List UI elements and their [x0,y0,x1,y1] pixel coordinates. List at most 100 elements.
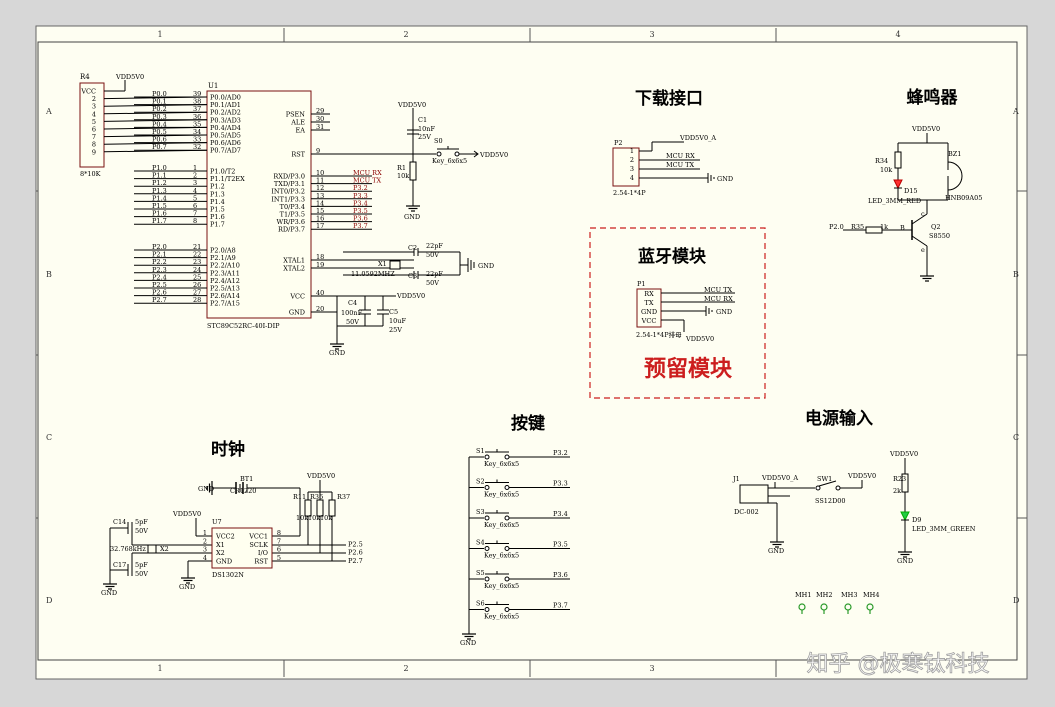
bt1-part: CR1220 [230,487,256,495]
d15-value: LED_3MM_RED [868,197,921,205]
c5-voltage: 25V [389,326,402,334]
mcu-p3-net: P3.7 [353,222,368,230]
p2-ref: P2 [614,139,623,147]
rtc-gnd-right: GND [179,583,195,591]
s0-ref: S0 [434,137,443,145]
mcu-left-pin-number: 1 [193,164,197,172]
p1-pin-name: RX [644,290,654,298]
mcu-right-pin-name: VCC [289,293,305,301]
c14-voltage: 50V [135,527,148,535]
c14-ref: C14 [113,518,126,526]
bt1-gnd: GND [198,485,214,493]
mh1-label: MH1 [795,591,811,599]
r1-ref: R1 [397,164,406,172]
mcu-left-pin-number: 5 [193,194,197,202]
p2-pin-number: 4 [630,174,634,182]
decoupling-gnd: GND [329,349,345,357]
mcu-left-pin-name: P1.2 [210,183,225,191]
mcu-right-pin-name: RXD/P3.0 [273,173,305,181]
u7-pin-name: X2 [216,549,225,557]
bz1-ref: BZ1 [948,150,961,158]
mounting-holes: MH1 MH2 MH3 MH4 [795,591,879,614]
mcu-right-pin-name: ALE [290,119,305,127]
p1-pin-name: VCC [641,317,657,325]
mcu-right-pin-number: 18 [316,253,324,261]
mcu-left-pin-name: P1.4 [210,198,225,206]
r4-value: 8*10K [80,170,101,178]
u7-pin-name: VCC2 [215,533,235,541]
u7-net: P2.7 [348,557,363,565]
wire [103,134,208,138]
mcu-left-pin-number: 4 [193,187,197,195]
r4-pin-label: 7 [92,133,96,141]
col-label: 2 [403,30,408,39]
mcu-left-pin-number: 28 [193,296,201,304]
u7-pin-number: 7 [277,537,281,545]
p1-gnd: GND [716,308,732,316]
q2-base: B [900,224,905,232]
r34-ref: R34 [875,157,888,165]
mcu-left-net: P2.4 [152,273,167,281]
key-ref: S6 [476,600,485,608]
mcu-right-pin-number: 20 [316,305,324,313]
u7-net: P2.5 [348,540,363,548]
mcu-left-pin-number: 6 [193,202,197,210]
mcu-p3-net: P3.4 [353,199,368,207]
c1-ref: C1 [418,116,427,124]
rtc-pullup-power: VDD5V0 [306,472,335,480]
key-ref: S4 [476,539,485,547]
c4-voltage: 50V [346,318,359,326]
key-ref: S5 [476,569,485,577]
u7-pin-name: GND [216,557,232,565]
row-label: B [1013,270,1019,279]
u7-pin-number: 3 [203,546,207,554]
p2-part: 2.54-1*4P [613,189,646,197]
wire [103,96,208,100]
wire [103,111,208,115]
q2-part: S8550 [929,232,950,240]
crystal-gnd: GND [478,262,494,270]
mcu-left-pin-name: P0.7/AD7 [210,147,241,155]
u7-pin-number: 5 [277,554,281,562]
d15-ref: D15 [904,187,917,195]
key-contact [484,576,490,582]
u7-part: DS1302N [212,571,244,579]
col-label: 4 [895,30,900,39]
r36-value: 10k [308,514,320,522]
mcu-left-pin-number: 35 [193,120,201,128]
mcu-left-net: P2.1 [152,251,167,259]
r4-power: VDD5V0 [115,73,144,81]
key-net: P3.2 [553,449,568,457]
mcu-left-pin-number: 25 [193,273,201,281]
u7-pin-name: VCC1 [248,533,268,541]
u7-pin-number: 4 [203,554,207,562]
r23-ref: R23 [893,475,906,483]
p2-pin-number: 1 [630,147,634,155]
mcu-left-net: P2.6 [152,289,167,297]
mcu-p3-net: MCU RX [353,169,382,177]
r23-value: 2k [893,487,901,495]
mh4-label: MH4 [863,591,879,599]
keys-gnd: GND [460,639,476,647]
r4-ref: R4 [80,73,90,81]
c2-voltage: 50V [426,251,439,259]
key-net: P3.6 [553,571,568,579]
row-label: D [1013,596,1019,605]
r35-ref: R35 [851,223,864,231]
mcu-right-pin-number: 30 [316,115,324,123]
mcu-left-net: P1.0 [152,164,167,172]
crystal-circuit [311,248,475,279]
key-contact [484,515,490,521]
r34-value: 10k [880,166,892,174]
x2-value: 32.768kHz [110,545,146,553]
key-net: P3.5 [553,541,568,549]
mcu-right-pin-name: T0/P3.4 [280,203,305,211]
reserved-module-box [589,227,766,399]
mcu-left-net: P1.1 [152,172,167,180]
mcu-left-pin-number: 22 [193,251,201,259]
mcu-left-pin-number: 21 [193,243,201,251]
mcu-left-net: P0.0 [152,90,167,98]
mcu-left-pin-name: P2.3/A11 [210,269,240,277]
